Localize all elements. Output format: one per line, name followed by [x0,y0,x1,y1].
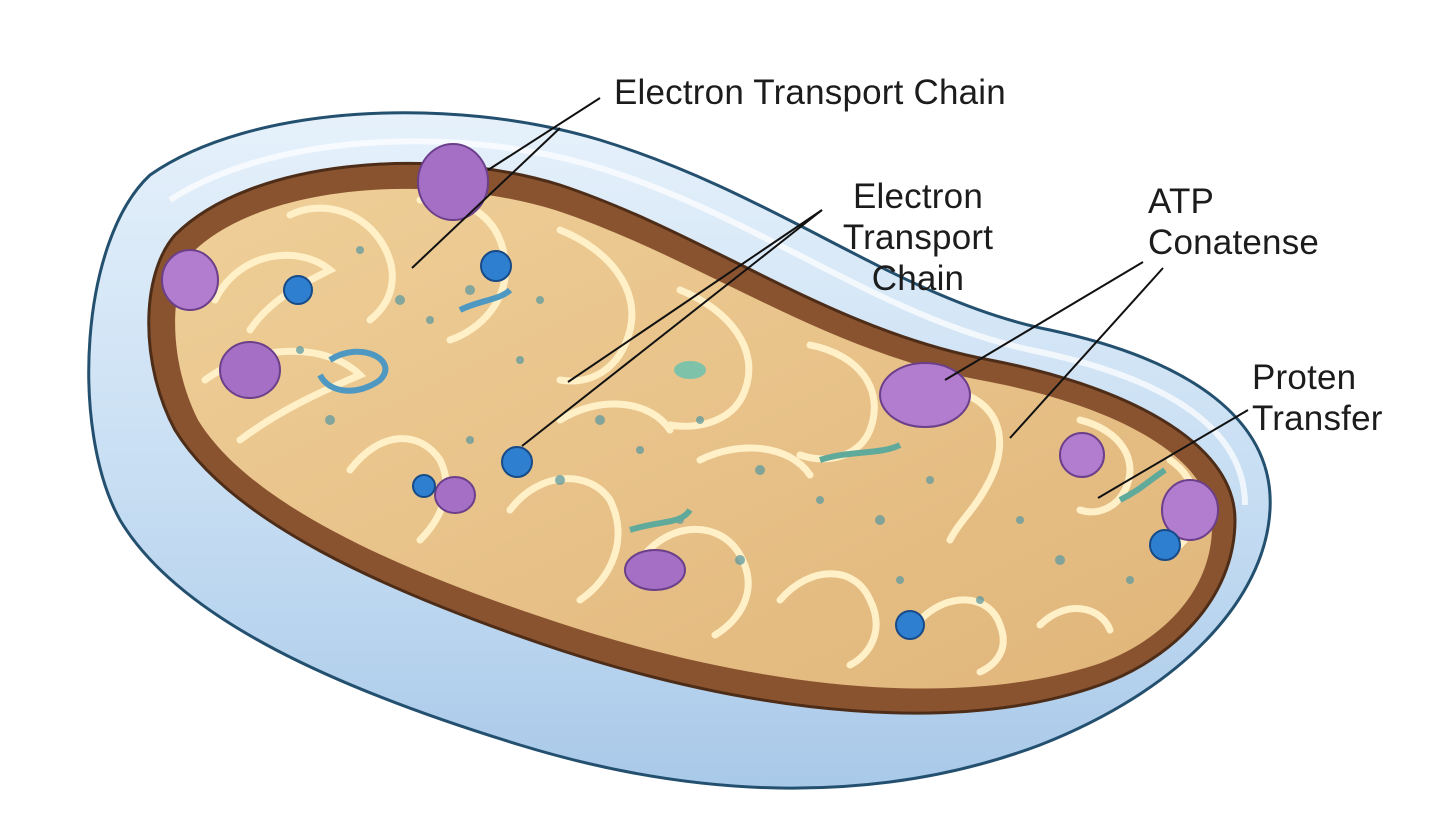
label-atp-synthase: ATP Conatense [1148,181,1319,263]
label-line: Proten [1252,358,1357,397]
outer-membrane-highlight [168,138,1248,506]
leader-lines [411,97,1249,499]
protein-complexes [161,143,1219,640]
label-line: Chain [871,259,965,298]
matrix [175,188,1213,689]
label-line: Transfer [1252,399,1383,438]
label-line: Conatense [1148,223,1320,262]
label-line: Electron Transport Chain [614,73,1006,112]
label-line: Electron [853,177,983,216]
label-line: Transport [842,218,994,257]
label-line: ATP [1148,182,1215,221]
label-electron-transport-chain-top: Electron Transport Chain [614,72,1006,113]
label-electron-transport-chain-middle: Electron Transport Chain [826,176,1010,299]
label-proton-transfer: Proten Transfer [1252,357,1383,439]
matrix-granules [296,246,1134,604]
